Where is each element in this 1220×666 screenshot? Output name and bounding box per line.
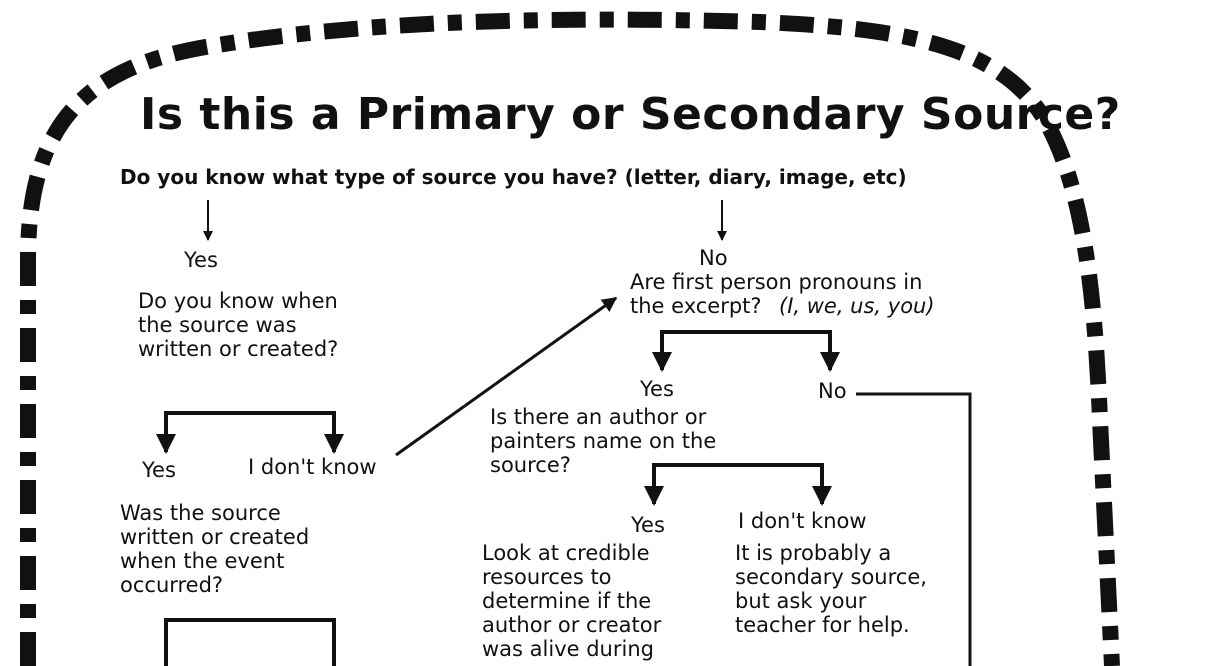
yes-pronoun-label: Yes [640,377,674,401]
secondary-source-text: It is probably a secondary source, but a… [735,541,927,637]
source-type-question: Do you know what type of source you have… [120,165,907,189]
yes-label: Yes [184,248,218,272]
dont-know-when-label: I don't know [248,455,377,479]
page-title: Is this a Primary or Secondary Source? [140,89,1121,140]
dont-know-author-label: I don't know [738,509,867,533]
fork-author [644,463,832,506]
pronoun-question: Are first person pronouns in the excerpt… [630,270,923,318]
fork-pronouns [652,330,840,372]
arrow-dont-know-to-pronouns [395,296,618,457]
yes-when-label: Yes [142,458,176,482]
pronoun-examples: (I, we, us, you) [779,294,935,318]
line-no-to-bottom [856,392,972,666]
no-label: No [699,246,728,270]
yes-author-label: Yes [631,513,665,537]
credible-resources-text: Look at credible resources to determine … [482,541,662,661]
when-question: Do you know when the source was written … [138,289,339,361]
no-pronoun-label: No [818,379,847,403]
fork-when-known [156,411,344,454]
dashed-frame [20,11,1120,666]
event-question: Was the source written or created when t… [120,501,310,597]
author-question: Is there an author or painters name on t… [490,405,717,477]
fork-event [164,618,336,666]
